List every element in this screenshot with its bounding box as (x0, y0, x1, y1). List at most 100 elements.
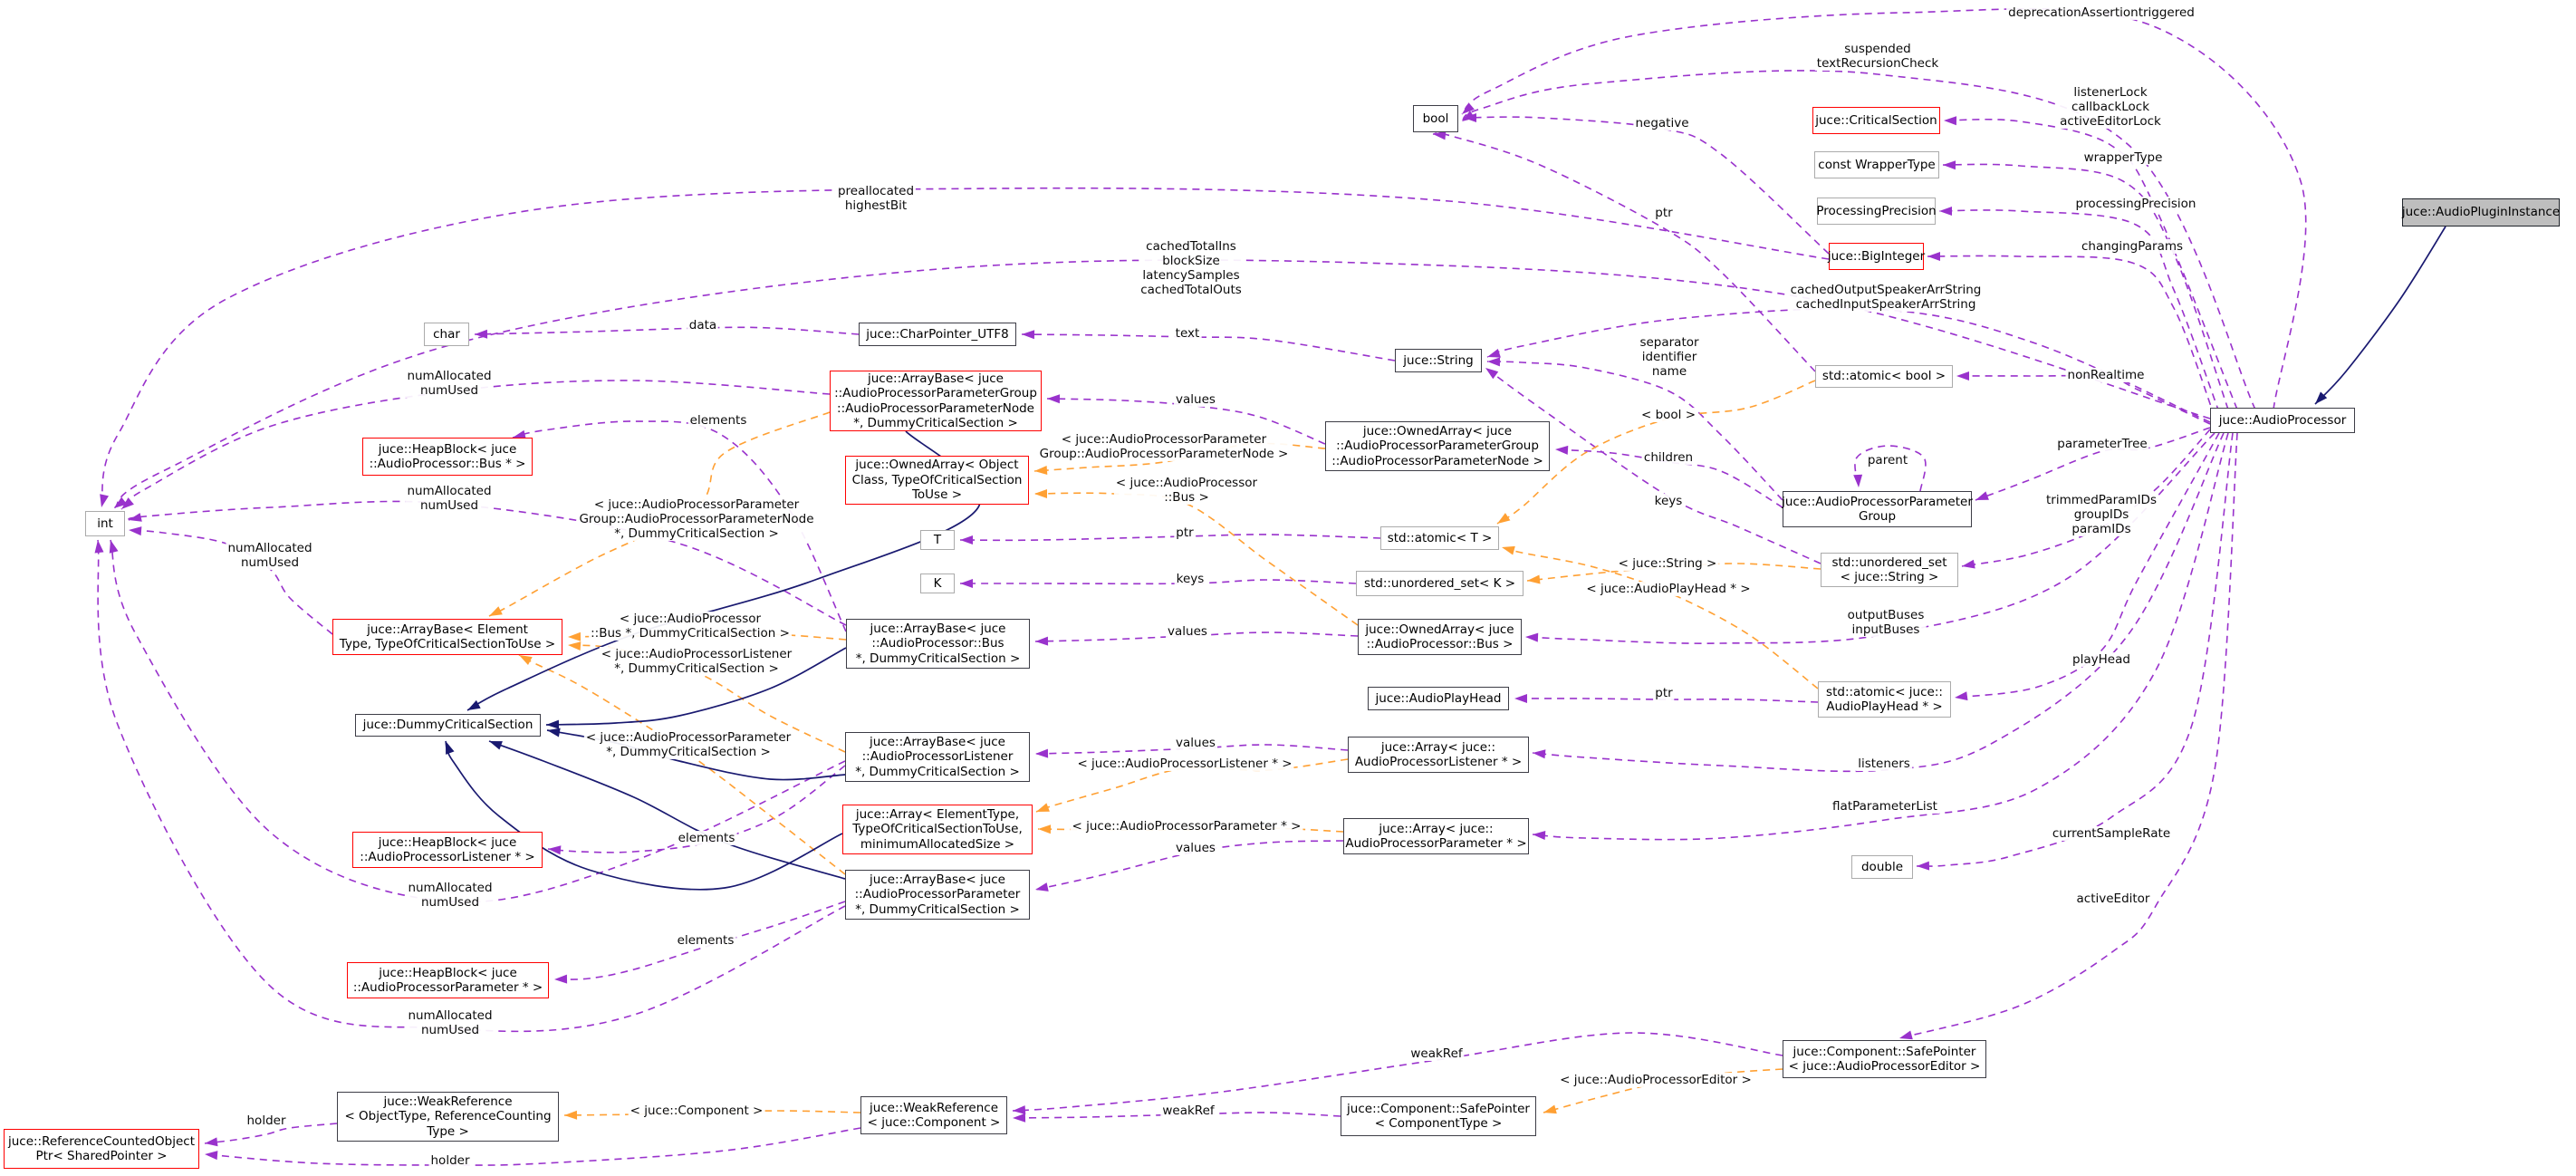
class-node-heapblock-bus[interactable]: juce::HeapBlock< juce::AudioProcessor::B… (362, 438, 533, 476)
class-node-arraybase-parameternode[interactable]: juce::ArrayBase< juce::AudioProcessorPar… (830, 371, 1042, 431)
edge-usage-14 (1532, 432, 2229, 841)
class-node-audio-playhead[interactable]: juce::AudioPlayHead (1368, 687, 1509, 710)
class-node-processing-precision: ProcessingPrecision (1816, 198, 1937, 225)
class-node-label: juce::AudioProcessorParameter (1782, 494, 1973, 509)
edge-label-text: text (1173, 326, 1202, 341)
edge-template-53 (1501, 545, 1819, 689)
arrowhead-icon (1543, 1104, 1557, 1114)
class-node-atomic-bool: std::atomic< bool > (1815, 365, 1953, 388)
arrowhead-icon (1038, 824, 1052, 834)
arrowhead-icon (546, 719, 560, 729)
class-node-string[interactable]: juce::String (1395, 349, 1482, 372)
class-node-label: juce::AudioProcessor (2218, 412, 2347, 428)
edge-label-processingprecision: processingPrecision (2073, 197, 2198, 211)
edge-usage-16 (1898, 432, 2238, 1040)
arrowhead-icon (1956, 371, 1969, 381)
arrowhead-icon (1497, 513, 1511, 524)
arrowhead-icon (109, 540, 119, 554)
edge-label-ptr-t: ptr (1174, 525, 1196, 540)
edge-usage-19 (100, 187, 1830, 508)
class-node-label: ::AudioProcessor::Bus > (1366, 637, 1514, 651)
edge-label-weakref-2: weakRef (1160, 1104, 1216, 1118)
class-node-label: *, DummyCriticalSection > (855, 764, 1020, 779)
arrowhead-icon (100, 494, 109, 507)
class-node-label: < ComponentType > (1374, 1116, 1503, 1131)
arrowhead-icon (467, 699, 481, 710)
edge-usage-41 (1012, 1032, 1783, 1115)
arrowhead-icon (94, 540, 104, 554)
class-node-heapblock-listener[interactable]: juce::HeapBlock< juce::AudioProcessorLis… (352, 832, 543, 868)
arrowhead-icon (1034, 466, 1048, 475)
edge-usage-11 (1524, 432, 2216, 644)
arrowhead-icon (1487, 357, 1501, 367)
class-node-arraybase-bus[interactable]: juce::ArrayBase< juce::AudioProcessor::B… (846, 619, 1030, 669)
arrowhead-icon (205, 1137, 218, 1147)
edge-label-values-node: values (1174, 392, 1217, 407)
edge-usage-35 (553, 901, 846, 984)
class-node-arraybase-listener[interactable]: juce::ArrayBase< juce::AudioProcessorLis… (845, 732, 1030, 782)
class-node-safepointer-componenttype[interactable]: juce::Component::SafePointer< ComponentT… (1341, 1096, 1536, 1136)
arrowhead-icon (554, 974, 568, 984)
class-node-label: juce::ArrayBase< juce (867, 371, 1004, 386)
edge-label-playhead: playHead (2071, 652, 2132, 667)
class-node-label: juce::ArrayBase< juce (870, 621, 1006, 636)
class-node-label: char (433, 326, 460, 342)
class-node-audio-plugin-instance: juce::AudioPluginInstance (2402, 198, 2560, 227)
class-node-ownedarray-parameternode[interactable]: juce::OwnedArray< juce::AudioProcessorPa… (1325, 421, 1550, 471)
class-node-array-generic[interactable]: juce::Array< ElementType,TypeOfCriticalS… (842, 805, 1033, 854)
class-node-weakreference-component[interactable]: juce::WeakReference< juce::Component > (860, 1096, 1007, 1134)
edge-label-tmpl-arraybase-listener: < juce::AudioProcessorListener*, DummyCr… (599, 647, 794, 676)
class-node-label: const WrapperType (1818, 157, 1936, 172)
arrowhead-icon (1975, 491, 1989, 500)
class-node-char: char (424, 323, 469, 346)
class-node-weakreference-generic[interactable]: juce::WeakReference< ObjectType, Referen… (337, 1092, 559, 1142)
edge-usage-18 (1432, 130, 1816, 372)
class-node-label: < juce::Component > (867, 1115, 1001, 1130)
arrowhead-icon (547, 728, 561, 737)
class-node-label: std::unordered_set< K > (1363, 575, 1516, 591)
class-node-label: Type > (427, 1123, 469, 1139)
class-node-ownedarray-bus[interactable]: juce::OwnedArray< juce::AudioProcessor::… (1358, 619, 1522, 655)
edge-label-listeners: listeners (1856, 757, 1912, 771)
arrowhead-icon (1035, 636, 1049, 646)
arrowhead-icon (1939, 207, 1952, 216)
arrowhead-icon (1502, 545, 1515, 555)
class-node-label: juce::DummyCriticalSection (362, 718, 533, 733)
edge-label-tmpl-array-parameter: < juce::AudioProcessorParameter * > (1070, 819, 1303, 834)
arrowhead-icon (1013, 1113, 1026, 1123)
class-node-safepointer-editor[interactable]: juce::Component::SafePointer< juce::Audi… (1783, 1040, 1986, 1078)
class-node-critical-section[interactable]: juce::CriticalSection (1812, 107, 1940, 134)
edge-usage-26 (960, 579, 1357, 588)
class-node-charpointer-utf8[interactable]: juce::CharPointer_UTF8 (859, 323, 1016, 346)
class-node-label: juce::Component::SafePointer (1347, 1101, 1530, 1116)
class-node-arraybase-parameter[interactable]: juce::ArrayBase< juce::AudioProcessorPar… (845, 870, 1030, 920)
edge-label-nonrealtime: nonRealtime (2065, 368, 2147, 382)
class-node-label: std::atomic< juce:: (1826, 684, 1943, 699)
arrowhead-icon (475, 329, 488, 339)
edge-label-tmpl-arraybase-parameter: < juce::AudioProcessorParameter*, DummyC… (583, 730, 793, 759)
edge-usage-5 (1927, 252, 2216, 418)
arrowhead-icon (1022, 330, 1035, 340)
class-node-array-parameter[interactable]: juce::Array< juce::AudioProcessorParamet… (1343, 818, 1529, 854)
class-node-audio-processor[interactable]: juce::AudioProcessor (2210, 408, 2355, 433)
class-node-const-wrappertype: const WrapperType (1814, 151, 1939, 178)
arrowhead-icon (1899, 1030, 1913, 1040)
class-node-dummy-critical-section[interactable]: juce::DummyCriticalSection (355, 714, 541, 737)
class-node-label: juce::ArrayBase< juce (869, 734, 1005, 749)
arrowhead-icon (1487, 349, 1501, 358)
class-node-label: AudioPlayHead * > (1826, 699, 1943, 714)
class-node-int: int (85, 511, 125, 536)
edge-label-parametertree: parameterTree (2055, 437, 2149, 451)
class-node-biginteger[interactable]: juce::BigInteger (1828, 243, 1925, 270)
class-node-heapblock-parameter[interactable]: juce::HeapBlock< juce::AudioProcessorPar… (347, 962, 549, 998)
class-node-label: juce::AudioPluginInstance (2401, 205, 2561, 220)
class-node-array-listener[interactable]: juce::Array< juce::AudioProcessorListene… (1348, 737, 1529, 773)
